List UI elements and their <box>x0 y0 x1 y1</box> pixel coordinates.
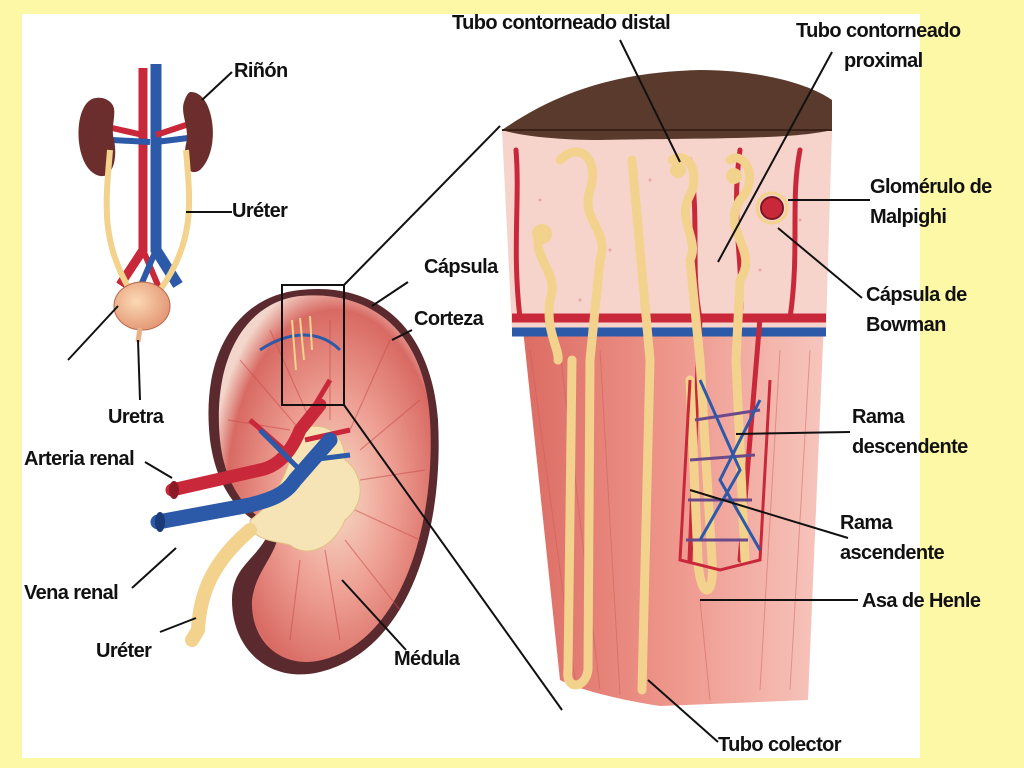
label-corteza: Corteza <box>414 308 484 330</box>
right-kidney <box>183 91 213 173</box>
zoom-box <box>281 284 345 406</box>
bladder <box>113 281 171 331</box>
right-ureter <box>157 149 192 292</box>
distal-tubule <box>667 153 717 595</box>
kidney-cross-section <box>150 284 439 675</box>
label-tubo-proximal-2: proximal <box>844 50 923 72</box>
label-bowman-2: Bowman <box>866 314 946 336</box>
collecting-duct <box>627 155 655 695</box>
label-capsula: Cápsula <box>424 256 498 278</box>
label-medula: Médula <box>394 648 460 670</box>
label-tubo-distal: Tubo contorneado distal <box>452 12 671 34</box>
kidney-ureter <box>185 523 257 647</box>
label-glomerulo-2: Malpighi <box>870 206 947 228</box>
capsule-cap <box>502 70 832 140</box>
left-kidney <box>78 97 116 177</box>
bowman-capsule <box>755 191 789 225</box>
aorta <box>116 68 148 288</box>
left-ureter <box>103 149 133 292</box>
label-uretra: Uretra <box>108 406 164 428</box>
leader-lines <box>67 39 870 743</box>
renal-vein <box>150 432 338 530</box>
label-rama-desc-2: descendente <box>852 436 968 458</box>
label-ureter-bottom: Uréter <box>96 640 152 662</box>
label-arteria-renal: Arteria renal <box>24 448 135 470</box>
label-rama-desc-1: Rama <box>852 406 905 428</box>
proximal-tubule <box>725 153 755 565</box>
urethra <box>135 327 143 343</box>
label-asa-henle: Asa de Henle <box>862 590 981 612</box>
label-vena-renal: Vena renal <box>24 582 119 604</box>
label-rama-asc-1: Rama <box>840 512 893 534</box>
vena-cava <box>150 64 183 288</box>
convoluted-tubule <box>533 225 563 365</box>
label-rama-asc-2: ascendente <box>840 542 945 564</box>
glomerulus <box>760 196 784 220</box>
vasa-recta <box>678 379 772 572</box>
label-tubo-colector: Tubo colector <box>718 734 842 756</box>
collecting-tubule-1 <box>555 147 607 690</box>
label-tubo-proximal-1: Tubo contorneado <box>796 20 961 42</box>
label-ureter-top: Uréter <box>232 200 288 222</box>
nephron-section <box>502 70 832 706</box>
label-rinon: Riñón <box>234 60 288 82</box>
urinary-system-overview <box>78 64 213 343</box>
label-bowman-1: Cápsula de <box>866 284 967 306</box>
label-glomerulo-1: Glomérulo de <box>870 176 992 198</box>
